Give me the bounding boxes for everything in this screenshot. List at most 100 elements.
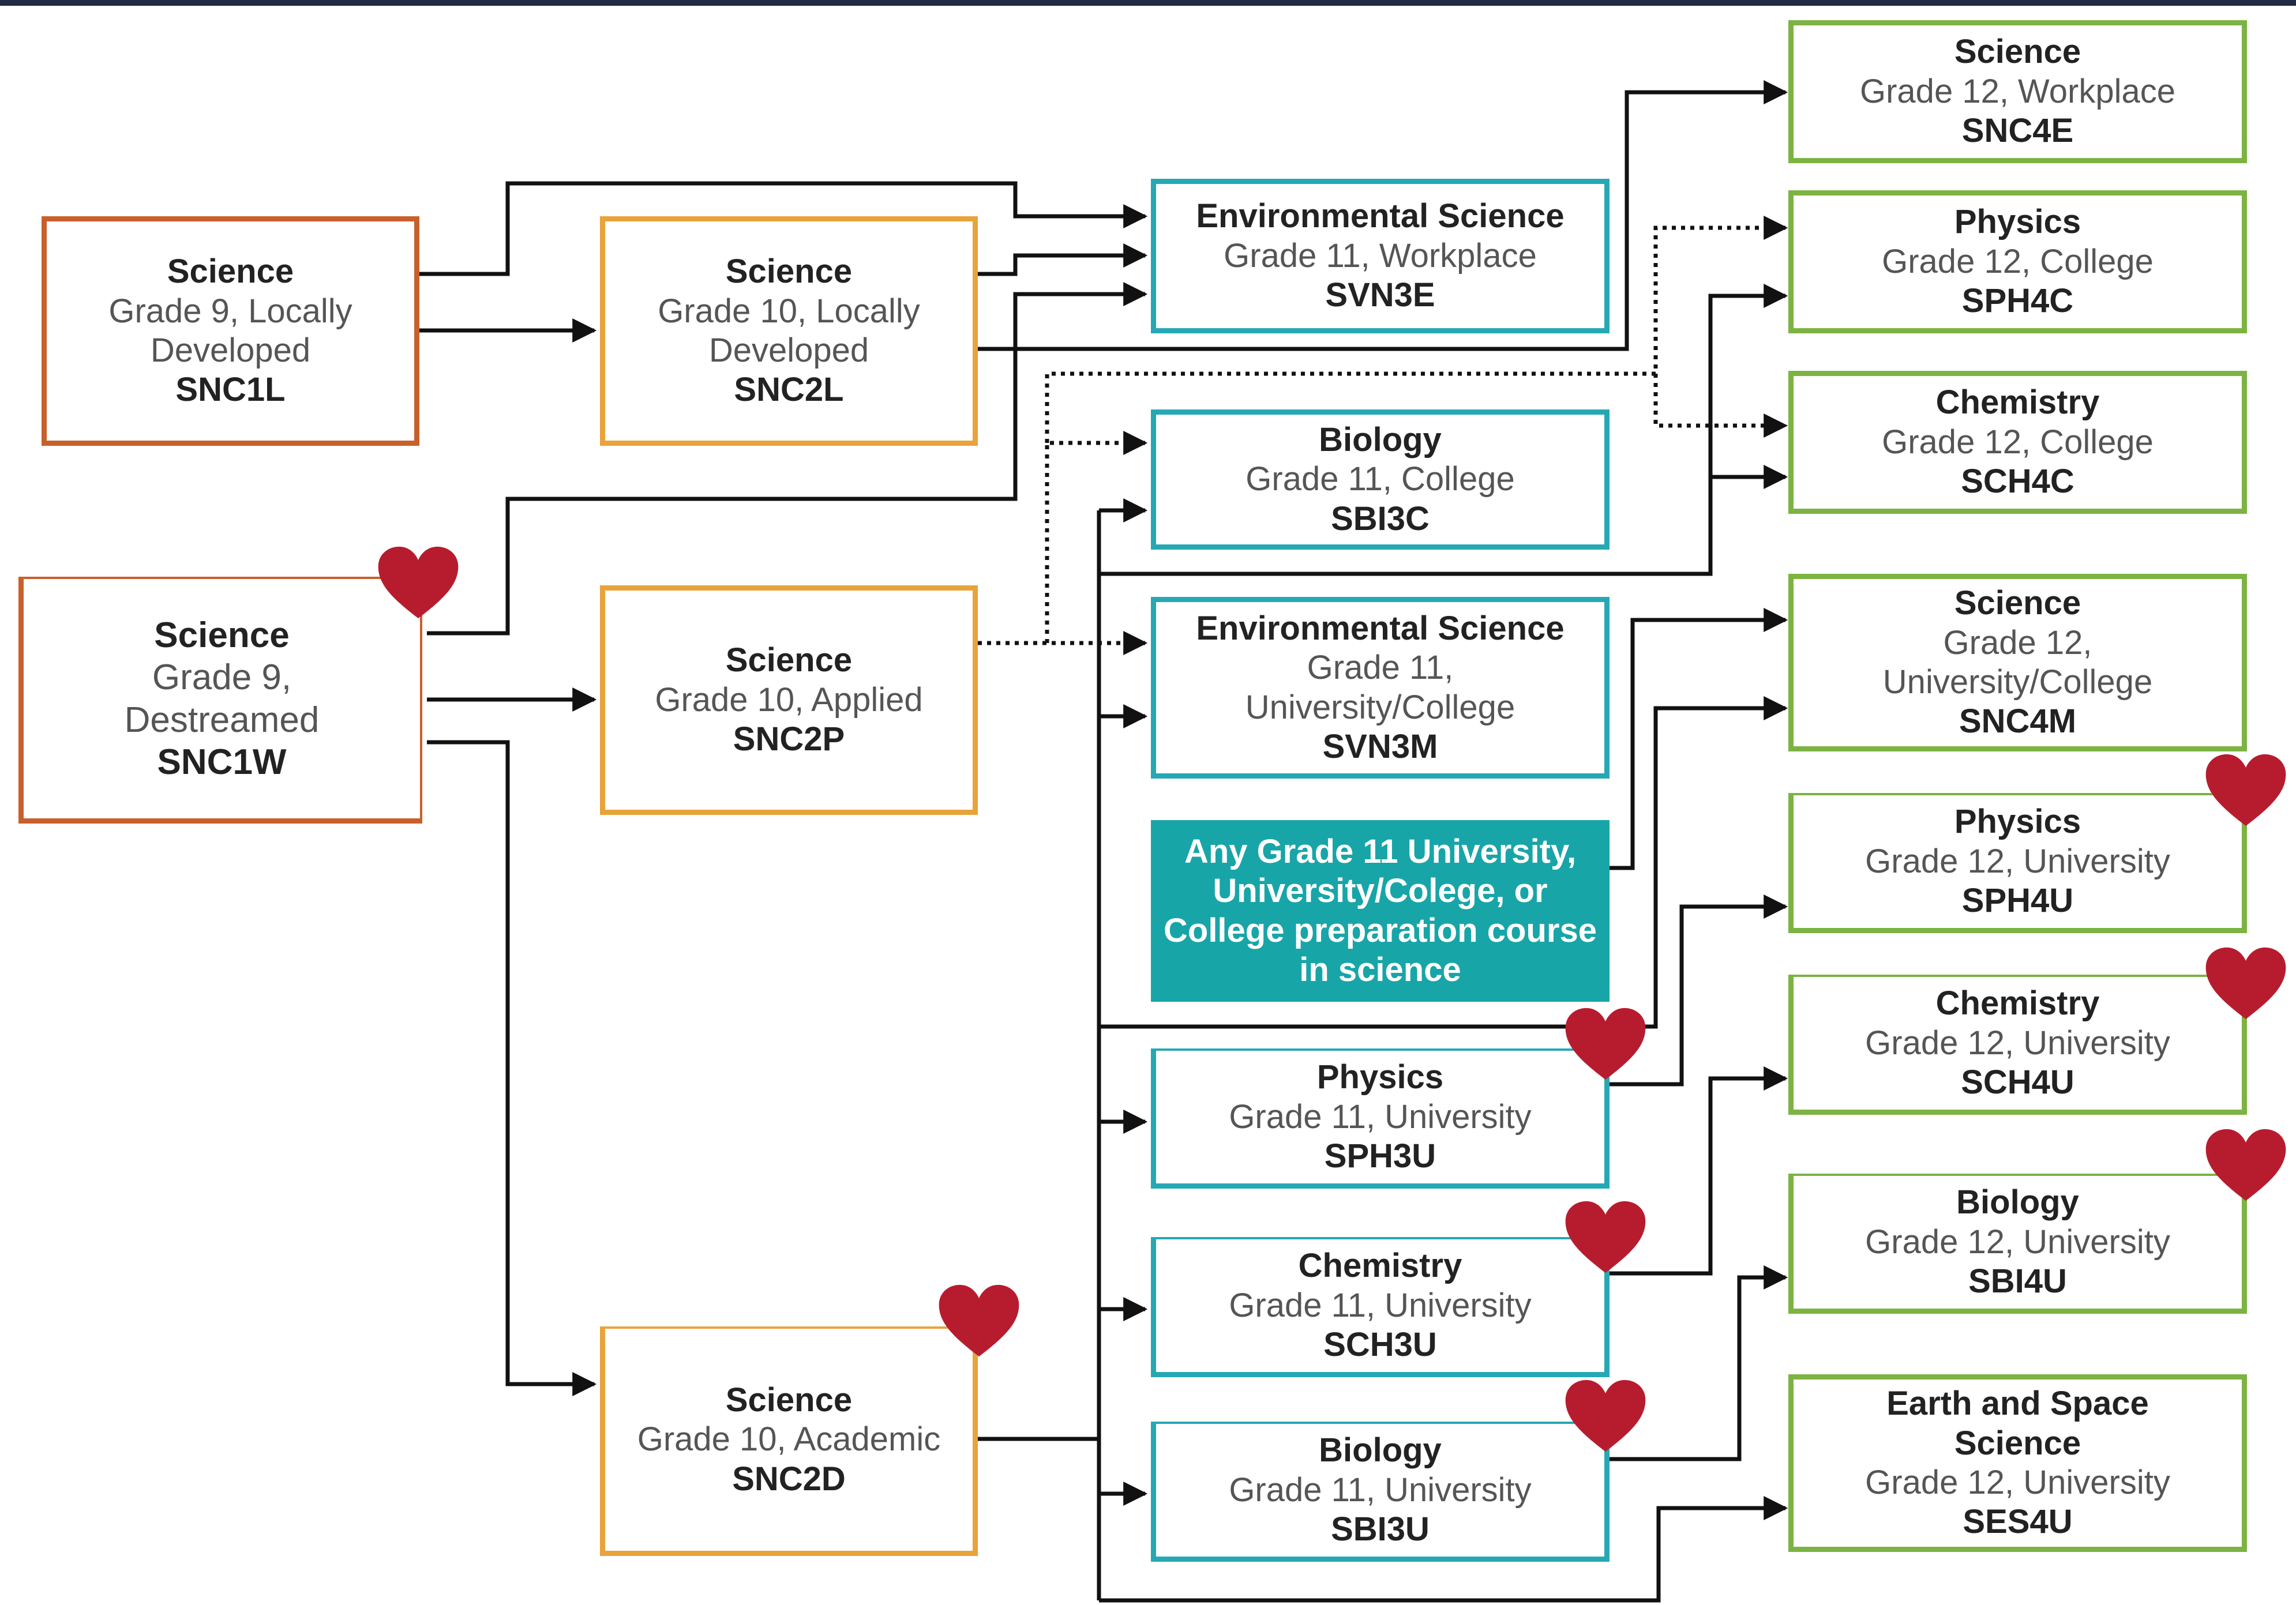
- course-subtitle: Grade 12, University/College: [1882, 623, 2153, 701]
- course-card-snc4e[interactable]: Science Grade 12, Workplace SNC4E: [1788, 20, 2247, 163]
- course-subtitle: Grade 11, Workplace: [1224, 236, 1537, 275]
- course-title: Environmental Science: [1196, 609, 1565, 647]
- course-title: Science: [725, 641, 853, 679]
- course-title: Earth and Space Science: [1886, 1385, 2149, 1462]
- course-code: SNC2D: [732, 1460, 846, 1498]
- heart-icon: [2205, 754, 2286, 826]
- course-title: Environmental Science: [1196, 197, 1565, 235]
- heart-icon: [1565, 1201, 1646, 1273]
- course-subtitle: Grade 9, Locally Developed: [108, 292, 352, 369]
- course-subtitle: Grade 12, College: [1882, 423, 2154, 461]
- course-code: SNC4E: [1961, 112, 2074, 150]
- course-title: Physics: [1316, 1058, 1444, 1096]
- connector-snc1l-to-svn3e: [418, 181, 1148, 276]
- course-card-svn3e[interactable]: Environmental Science Grade 11, Workplac…: [1151, 179, 1610, 333]
- course-subtitle: Grade 11, University: [1229, 1286, 1532, 1324]
- course-subtitle: Grade 12, Workplace: [1860, 72, 2175, 110]
- course-code: SCH4C: [1961, 463, 2074, 501]
- course-code: SPH4C: [1961, 282, 2074, 320]
- course-title: Science: [725, 1381, 853, 1419]
- connector-snc2l-to-snc4e: [978, 80, 1788, 351]
- heart-icon: [2205, 947, 2286, 1020]
- course-code: SBI3C: [1331, 499, 1430, 537]
- course-subtitle: Grade 11, University: [1229, 1097, 1532, 1136]
- course-subtitle: Grade 12, College: [1882, 242, 2154, 280]
- course-card-snc2d[interactable]: Science Grade 10, Academic SNC2D: [600, 1326, 978, 1556]
- connector-snc2d-to-ses4u: [1099, 1496, 1788, 1603]
- heart-icon: [378, 546, 459, 619]
- course-title: Science: [1954, 584, 2081, 622]
- connector-sch3u-to-sch4u: [1610, 1066, 1788, 1276]
- course-code: SVN3E: [1325, 276, 1435, 314]
- course-card-sbi3c[interactable]: Biology Grade 11, College SBI3C: [1151, 409, 1610, 550]
- course-card-sph4c[interactable]: Physics Grade 12, College SPH4C: [1788, 190, 2247, 333]
- course-subtitle: Grade 12, University: [1865, 1024, 2170, 1062]
- connector-sph3u-to-sph4u: [1610, 894, 1788, 1087]
- course-subtitle: Grade 11, University/College: [1245, 649, 1515, 726]
- connector-snc2d-to-sph4c-sch4c: [1099, 284, 1788, 576]
- course-title: Science: [725, 253, 853, 291]
- connector-snc2p-to-sbi3c: [1045, 431, 1148, 643]
- course-code: SNC2P: [733, 720, 845, 758]
- course-code: SNC2L: [734, 371, 844, 409]
- course-title: Chemistry: [1935, 384, 2100, 422]
- connector-sbi3u-to-sbi4u: [1610, 1265, 1788, 1461]
- course-code: SBI3U: [1331, 1510, 1430, 1548]
- any-grade11-note: Any Grade 11 University, University/Cole…: [1151, 820, 1610, 1002]
- course-title: Biology: [1319, 1431, 1442, 1469]
- heart-icon: [1565, 1008, 1646, 1080]
- course-subtitle: Grade 9, Destreamed: [124, 657, 320, 740]
- course-title: Chemistry: [1298, 1247, 1462, 1285]
- course-card-snc4m[interactable]: Science Grade 12, University/College SNC…: [1788, 574, 2247, 751]
- course-subtitle: Grade 12, University: [1865, 842, 2170, 880]
- course-card-sch4c[interactable]: Chemistry Grade 12, College SCH4C: [1788, 371, 2247, 514]
- course-subtitle: Grade 11, College: [1245, 460, 1515, 498]
- course-subtitle: Grade 10, Applied: [655, 681, 923, 719]
- course-card-sph3u[interactable]: Physics Grade 11, University SPH3U: [1151, 1048, 1610, 1189]
- course-code: SVN3M: [1322, 727, 1438, 765]
- course-subtitle: Grade 12, University: [1865, 1223, 2170, 1261]
- course-subtitle: Grade 12, University: [1865, 1464, 2170, 1501]
- course-title: Science: [167, 253, 294, 291]
- course-code: SPH3U: [1324, 1137, 1436, 1175]
- top-bar: [0, 0, 2296, 6]
- course-card-snc2p[interactable]: Science Grade 10, Applied SNC2P: [600, 585, 978, 815]
- course-code: SNC1W: [157, 742, 287, 782]
- course-code: SNC1L: [175, 371, 286, 409]
- course-code: SBI4U: [1968, 1262, 2067, 1300]
- course-card-sbi3u[interactable]: Biology Grade 11, University SBI3U: [1151, 1422, 1610, 1562]
- course-code: SCH3U: [1323, 1326, 1437, 1364]
- course-code: SCH4U: [1961, 1063, 2074, 1102]
- connector-snc2p-to-sch4c: [1653, 374, 1788, 438]
- course-title: Biology: [1956, 1183, 2079, 1221]
- course-card-sph4u[interactable]: Physics Grade 12, University SPH4U: [1788, 793, 2247, 933]
- course-code: SES4U: [1963, 1503, 2073, 1541]
- course-card-snc1l[interactable]: Science Grade 9, Locally Developed SNC1L: [42, 216, 419, 446]
- course-card-sbi4u[interactable]: Biology Grade 12, University SBI4U: [1788, 1174, 2247, 1314]
- course-title: Biology: [1319, 420, 1442, 458]
- course-title: Physics: [1954, 803, 2081, 841]
- heart-icon: [1565, 1380, 1646, 1452]
- course-card-svn3m[interactable]: Environmental Science Grade 11, Universi…: [1151, 597, 1610, 779]
- heart-icon: [939, 1284, 1019, 1357]
- connector-snc2l-to-svn3e: [978, 243, 1148, 276]
- course-card-sch3u[interactable]: Chemistry Grade 11, University SCH3U: [1151, 1237, 1610, 1377]
- connector-snc1w-to-svn3e: [427, 282, 1148, 636]
- connector-snc1w-to-snc2d: [427, 740, 597, 1396]
- course-code: SPH4U: [1961, 882, 2074, 920]
- course-card-snc2l[interactable]: Science Grade 10, Locally Developed SNC2…: [600, 216, 978, 446]
- course-subtitle: Grade 11, University: [1229, 1471, 1532, 1509]
- course-code: SNC4M: [1959, 702, 2077, 741]
- connector-any-grade11-to-snc4m: [1610, 608, 1788, 870]
- course-card-sch4u[interactable]: Chemistry Grade 12, University SCH4U: [1788, 975, 2247, 1115]
- course-title: Science: [154, 615, 290, 656]
- connector-snc2d-to-snc4m: [1099, 696, 1788, 1029]
- course-title: Chemistry: [1935, 984, 2100, 1023]
- course-card-snc1w[interactable]: Science Grade 9, Destreamed SNC1W: [18, 577, 422, 824]
- course-title: Science: [1954, 33, 2081, 71]
- course-card-ses4u[interactable]: Earth and Space Science Grade 12, Univer…: [1788, 1374, 2247, 1552]
- course-subtitle: Grade 10, Academic: [637, 1420, 941, 1459]
- course-title: Physics: [1954, 203, 2081, 241]
